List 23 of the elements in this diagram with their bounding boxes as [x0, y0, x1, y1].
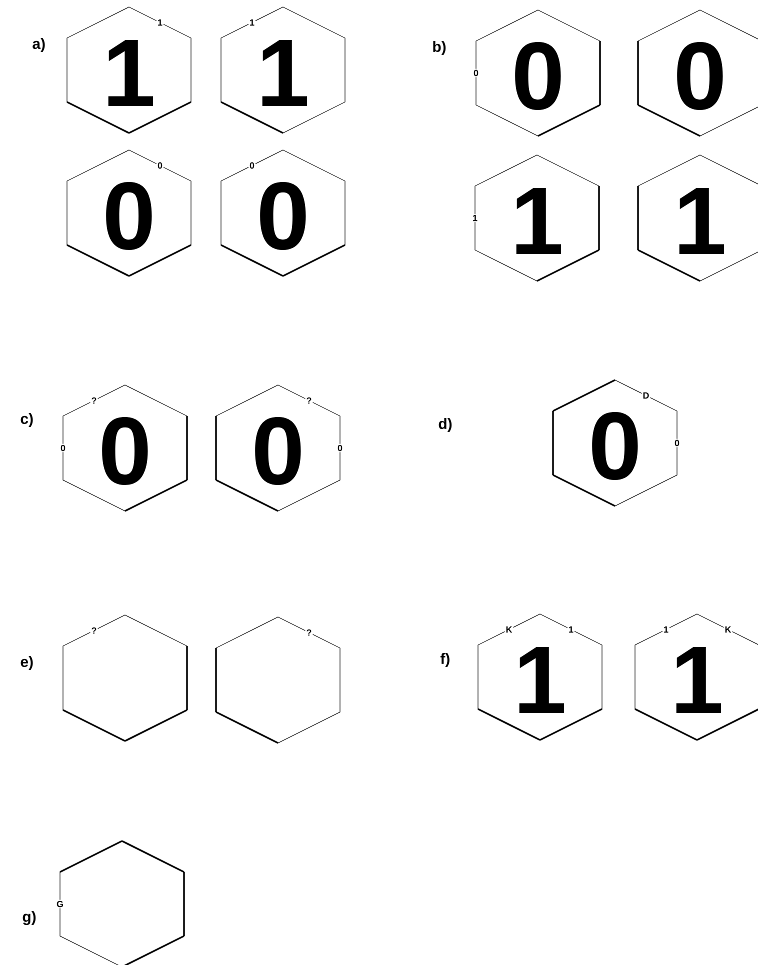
- hexagon-tile: ? 0 0: [60, 384, 188, 512]
- hexagon-tile: 0 0: [66, 150, 192, 277]
- hexagon-tile: 0 0: [220, 150, 346, 277]
- panel-label: g): [22, 910, 36, 926]
- hexagon-tile: 1 1: [472, 154, 600, 282]
- hexagon-tile: D 0 0: [552, 379, 680, 507]
- hexagon-tile: ? 0 0: [215, 384, 344, 512]
- panel-label: f): [440, 653, 450, 667]
- hexagon-tile: 1 K 1: [634, 614, 758, 741]
- hexagon-tile: ?: [62, 614, 188, 742]
- hexagon-tile: 0: [637, 10, 758, 137]
- hexagon-tile: 0 0: [472, 10, 601, 137]
- hexagon-tile: 1: [637, 154, 758, 282]
- hexagon-tile: K 1 1: [478, 614, 602, 741]
- panel-label: c): [20, 413, 33, 427]
- hexagon-tile: ?: [215, 616, 340, 744]
- panel-label: a): [32, 38, 45, 52]
- panel-label: d): [438, 418, 452, 432]
- panel-label: b): [433, 41, 446, 55]
- panel-label: e): [20, 656, 33, 670]
- hexagon-tile: 1 1: [220, 6, 346, 134]
- hexagon-tile: G: [56, 840, 185, 965]
- hexagon-tile: 1 1: [66, 6, 192, 134]
